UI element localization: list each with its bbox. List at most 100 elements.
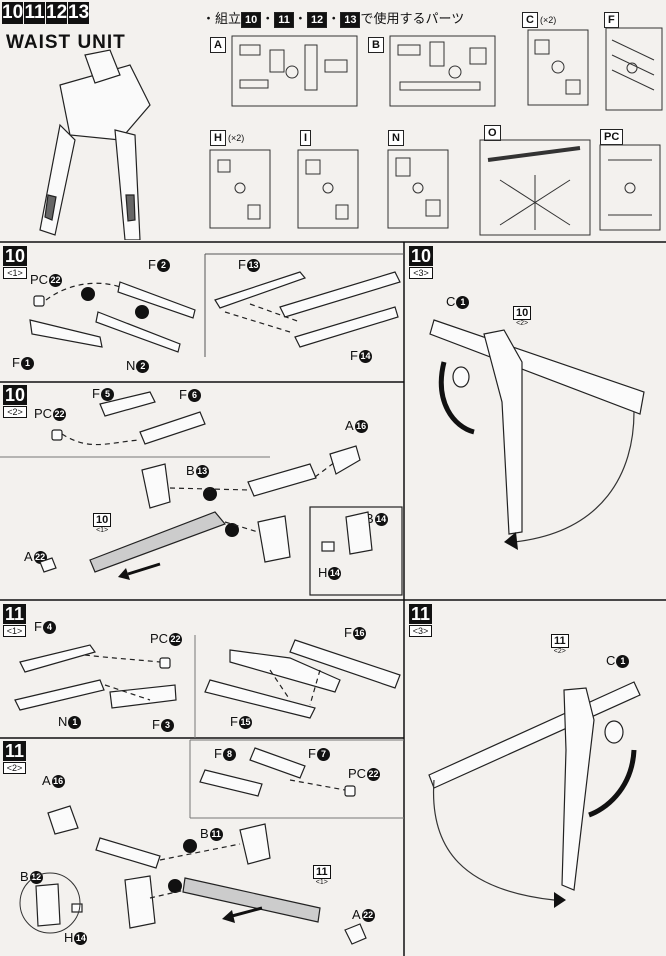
assembly-guide [159,843,241,861]
part-b14 [345,511,373,555]
caption-step: 11 [274,12,294,28]
part-f13 [214,271,307,309]
assembly-guide [309,669,321,706]
step-number: 13 [68,2,90,24]
assembly-guide [169,487,251,491]
part-assembly-11-1 [182,877,321,923]
runner-h-frame [209,149,271,229]
part-f16a [229,649,341,693]
step-label-11-3: 11 <3> [409,604,433,637]
part-f15 [204,679,316,719]
waist-unit-illustration [39,49,151,240]
part-c1 [604,720,624,744]
detail-circle [19,872,81,934]
step-label-11-1: 11 <1> [3,604,27,637]
runner-label-o: O [484,123,501,141]
step-marker-2 [135,305,149,319]
runner-label-n: N [388,128,404,146]
step-marker-1 [81,287,95,301]
part-b-housing [124,875,156,929]
caption-suffix: で使用するパーツ [360,11,465,26]
assembly-guide [149,889,186,899]
part-a16 [329,445,361,475]
part-f16b [289,639,401,689]
part-f3 [109,684,177,709]
step-label-10-1: 10 <1> [3,246,28,279]
step-marker-1 [183,839,197,853]
part-frame [247,463,317,497]
part-f2 [117,281,196,319]
part-pc22 [159,657,171,669]
part-b13 [141,463,171,509]
step-marker-2 [225,523,239,537]
step-number-strip: 10 11 12 13 [2,2,89,24]
rotate-arrow [588,749,637,818]
part-b-housing [257,515,291,563]
runner-f-parts [611,39,655,91]
part-f7 [249,747,306,779]
subassembly-ref-11-2: 11<2> [551,634,569,656]
runner-h-parts [217,159,261,220]
runner-i-frame [297,149,359,229]
part-a22 [344,923,367,945]
runner-a-parts [239,44,348,91]
part-f5 [99,391,156,417]
runner-n-frame [387,149,449,229]
step-marker-2 [168,879,182,893]
insert-arrow [127,562,161,576]
step-marker-1 [203,487,217,501]
caption-step: 10 [241,12,262,28]
assembly-guide [224,311,291,333]
runner-label-b: B [368,35,384,53]
assembly-guide [289,779,346,791]
runner-n-parts [395,157,441,217]
subassembly-ref-10-1: 10<1> [93,513,112,535]
subassembly-ref-10-2: 10<2> [513,306,532,328]
assembly-guide [84,654,161,663]
runner-o-parts [487,146,581,230]
part-pc22 [33,295,45,307]
part-frame [95,837,161,869]
runner-f-frame [605,27,663,111]
assembly-guide [314,461,336,478]
runner-label-c: C(×2) [522,10,556,28]
step-label-10-2: 10 <2> [3,385,28,418]
part-wing-bar [429,319,645,415]
step-number: 10 [2,2,24,24]
part-h14 [71,903,83,913]
caption-prefix: ・組立 [202,11,242,26]
part-wing-body [561,687,595,891]
step-10-1-diagram [29,253,404,357]
part-f4 [19,644,96,673]
runner-label-i: I [300,128,312,146]
part-pc22 [51,429,63,441]
runner-pc-parts [608,159,652,216]
assembly-guide [224,521,259,533]
part-n1 [14,679,105,711]
part-f14 [294,306,399,348]
step-11-2-diagram [19,739,404,945]
part-h14 [321,541,335,552]
part-f8 [199,769,263,797]
